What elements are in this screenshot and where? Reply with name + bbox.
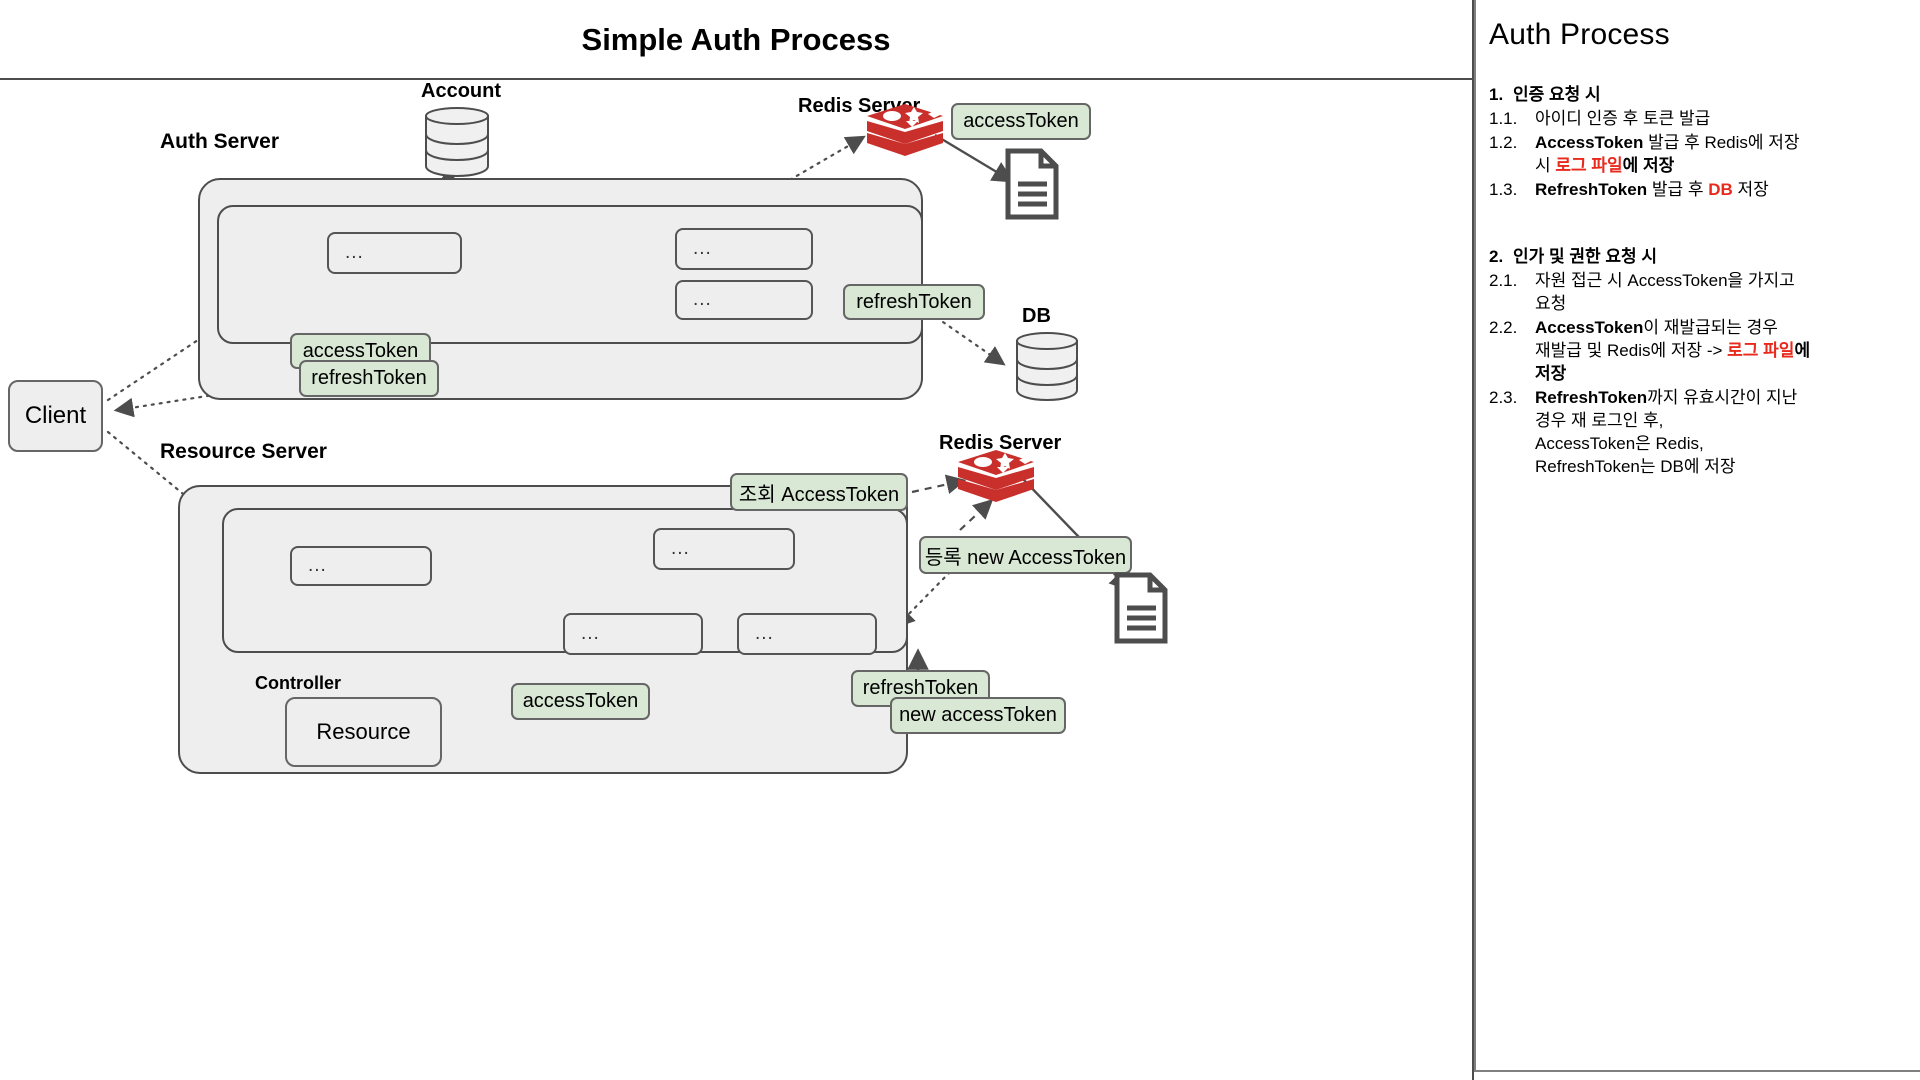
panel-item-1-3: 1.3. RefreshToken 발급 후 DB 저장 (1489, 178, 1899, 201)
auth-refresh-token-label[interactable]: refreshToken (299, 360, 439, 397)
redis-logo-icon (867, 104, 943, 156)
title-bar (0, 0, 1472, 80)
auth-refresh-token-right-label[interactable]: refreshToken (843, 284, 985, 320)
page-title: Simple Auth Process (581, 22, 891, 57)
panel-title: Auth Process (1489, 18, 1670, 51)
account-caption: Account (421, 80, 501, 102)
redis-logo-icon-bottom (958, 450, 1034, 502)
resource-node-3[interactable]: ... (563, 613, 703, 655)
resource-lookup-token-label[interactable]: 조회 AccessToken (730, 473, 908, 511)
panel-section-1: 1.인증 요청 시 1.1. 아이디 인증 후 토큰 발급 1.2. AccessTok… (1489, 80, 1899, 202)
panel-section-heading: 2.인가 및 권한 요청 시 (1489, 247, 1658, 266)
db-icon (1016, 332, 1078, 402)
controller-caption: Controller (255, 673, 342, 693)
panel-item-text: RefreshToken 발급 후 DB 저장 (1535, 180, 1769, 199)
panel-item-1-1: 1.1. 아이디 인증 후 토큰 발급 (1489, 107, 1899, 130)
panel-item-index: 1.2. (1489, 133, 1518, 152)
auth-node-3[interactable]: ... (675, 280, 813, 320)
redis-access-token-label[interactable]: accessToken (951, 103, 1091, 140)
resource-register-token-label[interactable]: 등록 new AccessToken (919, 536, 1132, 574)
panel-item-index: 2.2. (1489, 318, 1518, 337)
resource-node-4[interactable]: ... (737, 613, 877, 655)
panel-item-index: 2.1. (1489, 271, 1518, 290)
panel-section-2: 2.인가 및 권한 요청 시 2.1. 자원 접근 시 AccessToken을 가… (1489, 242, 1899, 479)
side-panel (1472, 0, 1920, 1080)
auth-server-caption: Auth Server (160, 130, 280, 153)
log-file-icon-bottom (1114, 572, 1168, 644)
account-db-icon (425, 107, 489, 178)
auth-server-inner (217, 205, 923, 344)
resource-access-token-label[interactable]: accessToken (511, 683, 650, 720)
redis-bottom-caption: Redis Server (939, 432, 1062, 454)
resource-box[interactable]: Resource (285, 697, 442, 767)
resource-node-2[interactable]: ... (653, 528, 795, 570)
panel-item-index: 2.3. (1489, 388, 1518, 407)
side-panel-border (1474, 0, 1920, 1072)
auth-node-1[interactable]: ... (327, 232, 462, 274)
resource-node-1[interactable]: ... (290, 546, 432, 586)
panel-item-text: 아이디 인증 후 토큰 발급 (1535, 109, 1711, 128)
panel-section-heading: 1.인증 요청 시 (1489, 85, 1601, 104)
resource-new-access-token-label[interactable]: new accessToken (890, 697, 1066, 734)
resource-server-caption: Resource Server (160, 440, 327, 463)
log-file-icon-top (1005, 148, 1059, 220)
db-caption: DB (1022, 305, 1051, 327)
panel-item-index: 1.1. (1489, 109, 1518, 128)
client-box[interactable]: Client (8, 380, 103, 452)
panel-item-index: 1.3. (1489, 180, 1518, 199)
auth-node-2[interactable]: ... (675, 228, 813, 270)
